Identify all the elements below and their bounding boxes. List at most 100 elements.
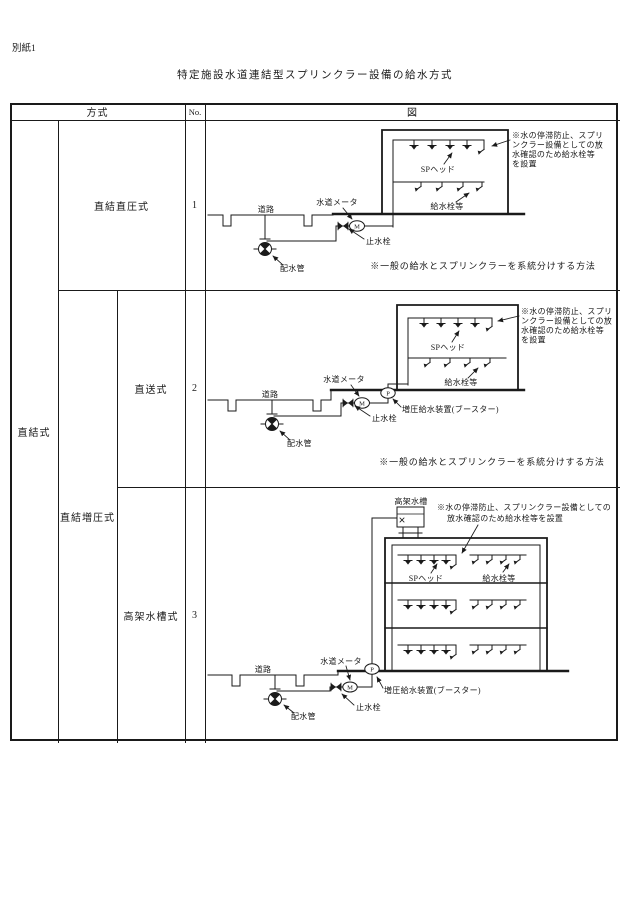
cell-method-row2: 直送式	[134, 385, 168, 396]
svg-text:P: P	[370, 667, 374, 674]
distribution-pipe-label: 配水管	[283, 704, 316, 721]
water-meter-label: 水道メータ	[323, 374, 365, 397]
svg-text:※水の停滞防止、スプリ: ※水の停滞防止、スプリ	[512, 130, 603, 140]
svg-text:給水栓等: 給水栓等	[430, 201, 463, 211]
table-line-colNo	[205, 103, 206, 743]
header-method: 方式	[86, 108, 109, 119]
faucet-branch	[392, 181, 485, 193]
svg-text:止水栓: 止水栓	[356, 702, 381, 712]
floor-1-branches	[397, 554, 527, 571]
svg-text:※水の停滞防止、スプリンクラー設備としての: ※水の停滞防止、スプリンクラー設備としての	[437, 502, 611, 512]
road-section: 道路	[207, 204, 334, 227]
stagnation-note: ※水の停滞防止、スプリンクラー設備としての 放水確認のため給水栓等を設置	[437, 502, 611, 554]
svg-text:水確認のため給水栓等: 水確認のため給水栓等	[512, 149, 595, 159]
water-meter-label: 水道メータ	[316, 197, 358, 220]
sprinkler-branch	[407, 317, 493, 333]
tank-icon	[396, 506, 425, 528]
building-inner-wall	[391, 544, 541, 671]
service-pipe	[266, 317, 409, 417]
road-section: 道路	[207, 664, 339, 687]
svg-text:増圧給水装置(ブースター): 増圧給水装置(ブースター)	[402, 404, 499, 414]
water-meter-icon: M	[354, 397, 370, 409]
service-pipe	[259, 139, 394, 242]
building-outline	[381, 129, 509, 214]
separation-note: ※一般の給水とスプリンクラーを系統分けする方法	[379, 456, 604, 467]
distribution-main-icon	[263, 692, 287, 706]
water-meter-label: 水道メータ	[320, 656, 362, 681]
road-label: 道路	[258, 204, 275, 214]
faucet-label: 給水栓等	[482, 563, 515, 583]
stop-valve-label: 止水栓	[348, 228, 391, 246]
stagnation-note: ※水の停滞防止、スプリ ンクラー設備としての放 水確認のため給水栓等 を設置	[497, 306, 612, 345]
diagram-direct-pressure: 道路 配水管 M 水道メータ 止水栓	[207, 129, 603, 273]
distribution-pipe-label: 配水管	[279, 430, 312, 448]
attachment-label: 別紙1	[12, 44, 36, 54]
sp-head-label: SPヘッド	[409, 563, 443, 583]
svg-text:SPヘッド: SPヘッド	[409, 574, 443, 583]
svg-text:給水栓等: 給水栓等	[482, 573, 515, 583]
check-faucet-icon	[477, 144, 485, 156]
diagram-elevated-tank: 道路 配水管 M P 水道メータ 止水栓 増圧	[207, 496, 611, 721]
svg-text:配水管: 配水管	[287, 438, 312, 448]
check-faucet-icon	[485, 321, 493, 333]
svg-text:を設置: を設置	[521, 335, 546, 345]
svg-text:ンクラー設備としての放: ンクラー設備としての放	[512, 140, 603, 150]
svg-text:放水確認のため給水栓等を設置: 放水確認のため給水栓等を設置	[447, 513, 563, 523]
road-label: 道路	[262, 389, 279, 399]
separation-note: ※一般の給水とスプリンクラーを系統分けする方法	[370, 260, 595, 271]
cell-no-row3: 3	[192, 609, 198, 621]
building-outline	[384, 537, 548, 671]
svg-text:を設置: を設置	[512, 159, 537, 169]
building	[384, 537, 548, 671]
header-figure: 図	[407, 108, 418, 119]
tank-label: 高架水槽	[394, 496, 427, 506]
table-line-colC	[185, 103, 186, 743]
stop-valve-icon	[337, 221, 349, 231]
elevated-tank: 高架水槽	[394, 496, 427, 539]
cell-method-row1: 直結直圧式	[94, 201, 149, 213]
water-meter-icon: M	[342, 681, 358, 693]
floor-slabs	[384, 582, 548, 629]
stop-valve-icon	[330, 682, 342, 692]
sp-head-label: SPヘッド	[421, 152, 455, 174]
booster-label: 増圧給水装置(ブースター)	[376, 676, 481, 695]
svg-text:※水の停滞防止、スプリ: ※水の停滞防止、スプリ	[521, 306, 612, 316]
faucet-branch	[407, 357, 507, 369]
cell-no-row1: 1	[192, 199, 198, 211]
svg-text:M: M	[359, 401, 365, 408]
svg-text:M: M	[354, 224, 360, 231]
road-section: 道路	[207, 389, 332, 412]
stagnation-note: ※水の停滞防止、スプリ ンクラー設備としての放 水確認のため給水栓等 を設置	[491, 130, 603, 169]
svg-text:水道メータ: 水道メータ	[323, 374, 365, 384]
svg-text:SPヘッド: SPヘッド	[431, 343, 465, 352]
booster-pump-icon: P	[364, 663, 380, 675]
floor-3-branches	[397, 644, 527, 661]
svg-text:止水栓: 止水栓	[372, 413, 397, 423]
road-label: 道路	[255, 664, 272, 674]
svg-text:水道メータ: 水道メータ	[316, 197, 358, 207]
page-title: 特定施設水道連結型スプリンクラー設備の給水方式	[177, 70, 453, 81]
distribution-main-icon	[253, 242, 277, 256]
booster-pump-icon: P	[380, 387, 396, 399]
svg-text:増圧給水装置(ブースター): 増圧給水装置(ブースター)	[384, 685, 481, 695]
cell-no-row2: 2	[192, 383, 198, 394]
check-faucet-icon	[449, 559, 457, 571]
tank-support	[398, 526, 423, 539]
sprinkler-branch	[392, 139, 485, 156]
table-outer-border	[10, 103, 618, 741]
booster-label: 増圧給水装置(ブースター)	[392, 398, 499, 414]
table-line-colA	[58, 120, 59, 743]
table-line-colB	[117, 290, 118, 743]
svg-text:止水栓: 止水栓	[366, 236, 391, 246]
svg-text:P: P	[386, 391, 390, 398]
faucet-label: 給水栓等	[444, 367, 479, 387]
stop-valve-label: 止水栓	[354, 405, 397, 423]
sp-head-label: SPヘッド	[431, 330, 465, 352]
distribution-main-icon	[260, 417, 284, 431]
riser-pipe	[371, 517, 398, 688]
cell-subgroup-zoatsu: 直結増圧式	[60, 513, 115, 524]
svg-text:水道メータ: 水道メータ	[320, 656, 362, 666]
diagram-booster-direct: 道路 配水管 M P 水道メータ 止水栓 増圧	[207, 304, 612, 467]
svg-text:配水管: 配水管	[291, 711, 316, 721]
